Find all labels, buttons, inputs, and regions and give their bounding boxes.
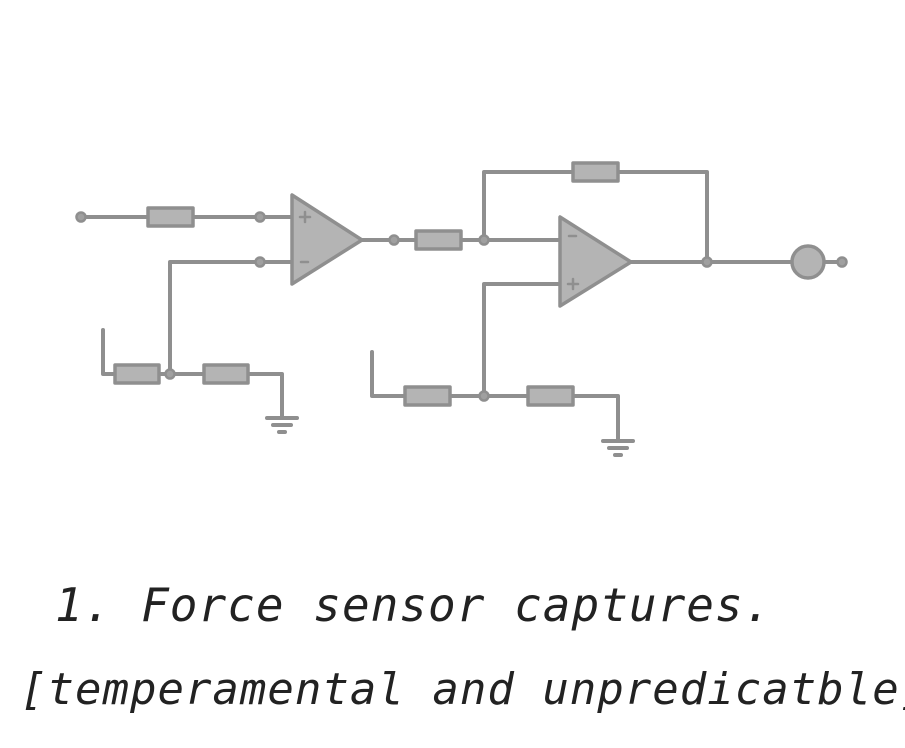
- node-opamp1-plus: [254, 211, 266, 223]
- resistor-left-lower-1: [113, 363, 161, 385]
- node-opamp1-minus: [254, 256, 266, 268]
- caption-line-1: 1. Force sensor captures.: [55, 578, 773, 632]
- node-opamp1-output: [388, 234, 400, 246]
- node-input: [75, 211, 87, 223]
- resistor-input: [146, 206, 195, 228]
- output-terminal-icon: [790, 244, 826, 280]
- resistor-left-lower-2: [202, 363, 250, 385]
- junction-nodes: [75, 211, 848, 402]
- resistor-right-lower-1: [403, 385, 452, 407]
- wire-right-lower-ground: [571, 394, 620, 443]
- wire-left-lower-ground: [246, 372, 284, 420]
- opamp-2: [558, 215, 633, 308]
- caption-line-2: [temperamental and unpredicatble]: [20, 664, 905, 715]
- opamp-2-body: [558, 215, 633, 308]
- resistor-stage-coupling: [414, 229, 463, 251]
- wire-feedback-top-right: [616, 170, 709, 264]
- resistor-feedback: [571, 161, 620, 183]
- node-output-end: [836, 256, 848, 268]
- node-left-lower: [164, 368, 176, 380]
- ground-right-icon: [601, 439, 635, 457]
- wire-right-lower-open: [370, 350, 407, 398]
- node-opamp2-output: [701, 256, 713, 268]
- opamp-1-body: [290, 193, 364, 286]
- ground-left-icon: [265, 416, 299, 434]
- resistors: [113, 161, 620, 407]
- opamp-1: [290, 193, 364, 286]
- wire-left-lower-open: [101, 328, 117, 376]
- resistor-right-lower-2: [526, 385, 575, 407]
- wire-opamp2-plus-branch: [482, 282, 562, 398]
- wires: [79, 170, 844, 443]
- wire-opamp1-minus-branch: [168, 260, 294, 376]
- node-feedback-split: [478, 234, 490, 246]
- node-right-lower: [478, 390, 490, 402]
- wire-feedback-top-left: [482, 170, 575, 242]
